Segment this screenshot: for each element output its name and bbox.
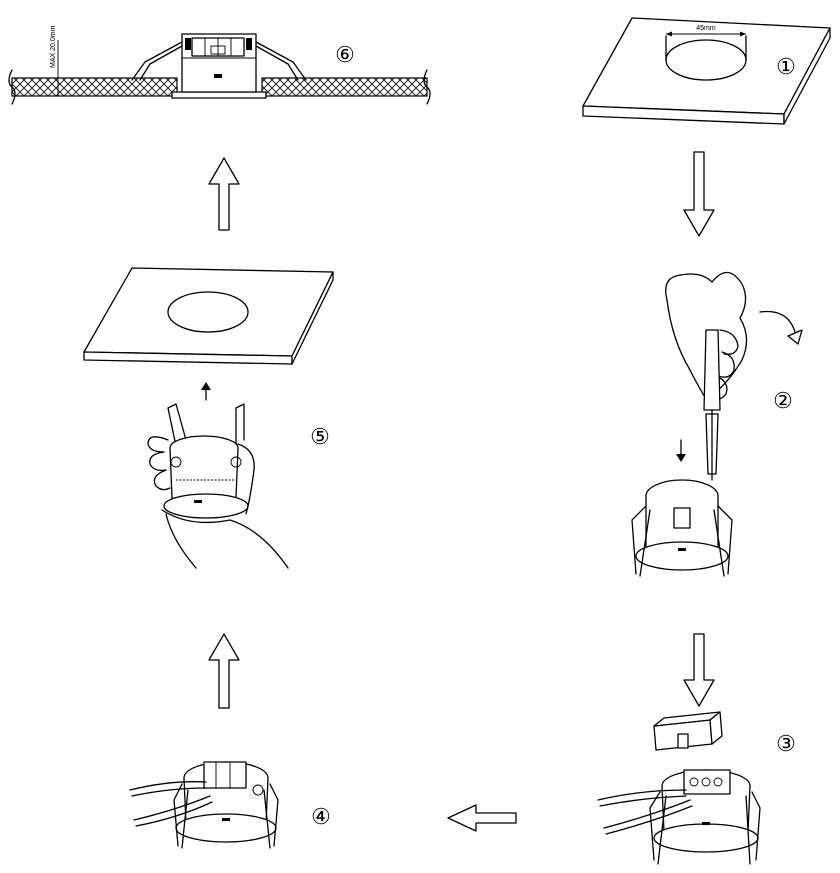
- step-4-wired-sensor: ④: [129, 761, 331, 849]
- cutout-hole: [665, 39, 747, 81]
- step-2-number: ②: [773, 388, 793, 413]
- flow-arrow-left: [447, 804, 517, 832]
- hole-diameter-label: 45mm: [696, 25, 716, 32]
- step-3-number: ③: [776, 731, 796, 756]
- flow-arrow-up-2: [208, 157, 240, 231]
- step-3-connect-wires: ③: [597, 711, 796, 865]
- step-5-number: ⑤: [310, 424, 330, 449]
- ceiling-section-right: [261, 77, 428, 97]
- board-hole: [167, 291, 249, 333]
- step-4-number: ④: [311, 804, 331, 829]
- flow-arrow-down-1: [683, 151, 715, 237]
- step-6-number: ⑥: [335, 42, 355, 67]
- flow-arrow-up-1: [208, 633, 240, 709]
- max-thickness-label: MAX 20.0mm: [50, 25, 57, 68]
- step-1-number: ①: [776, 54, 796, 79]
- step-2-open-cover: ②: [631, 271, 803, 577]
- ceiling-section-left: [11, 77, 178, 97]
- step-6-mounted-sensor: MAX 20.0mm ⑥: [8, 25, 431, 105]
- flow-arrow-down-2: [683, 633, 715, 707]
- step-1-cut-hole: 45mm ①: [582, 17, 831, 125]
- step-5-insert-sensor: ⑤: [83, 267, 334, 569]
